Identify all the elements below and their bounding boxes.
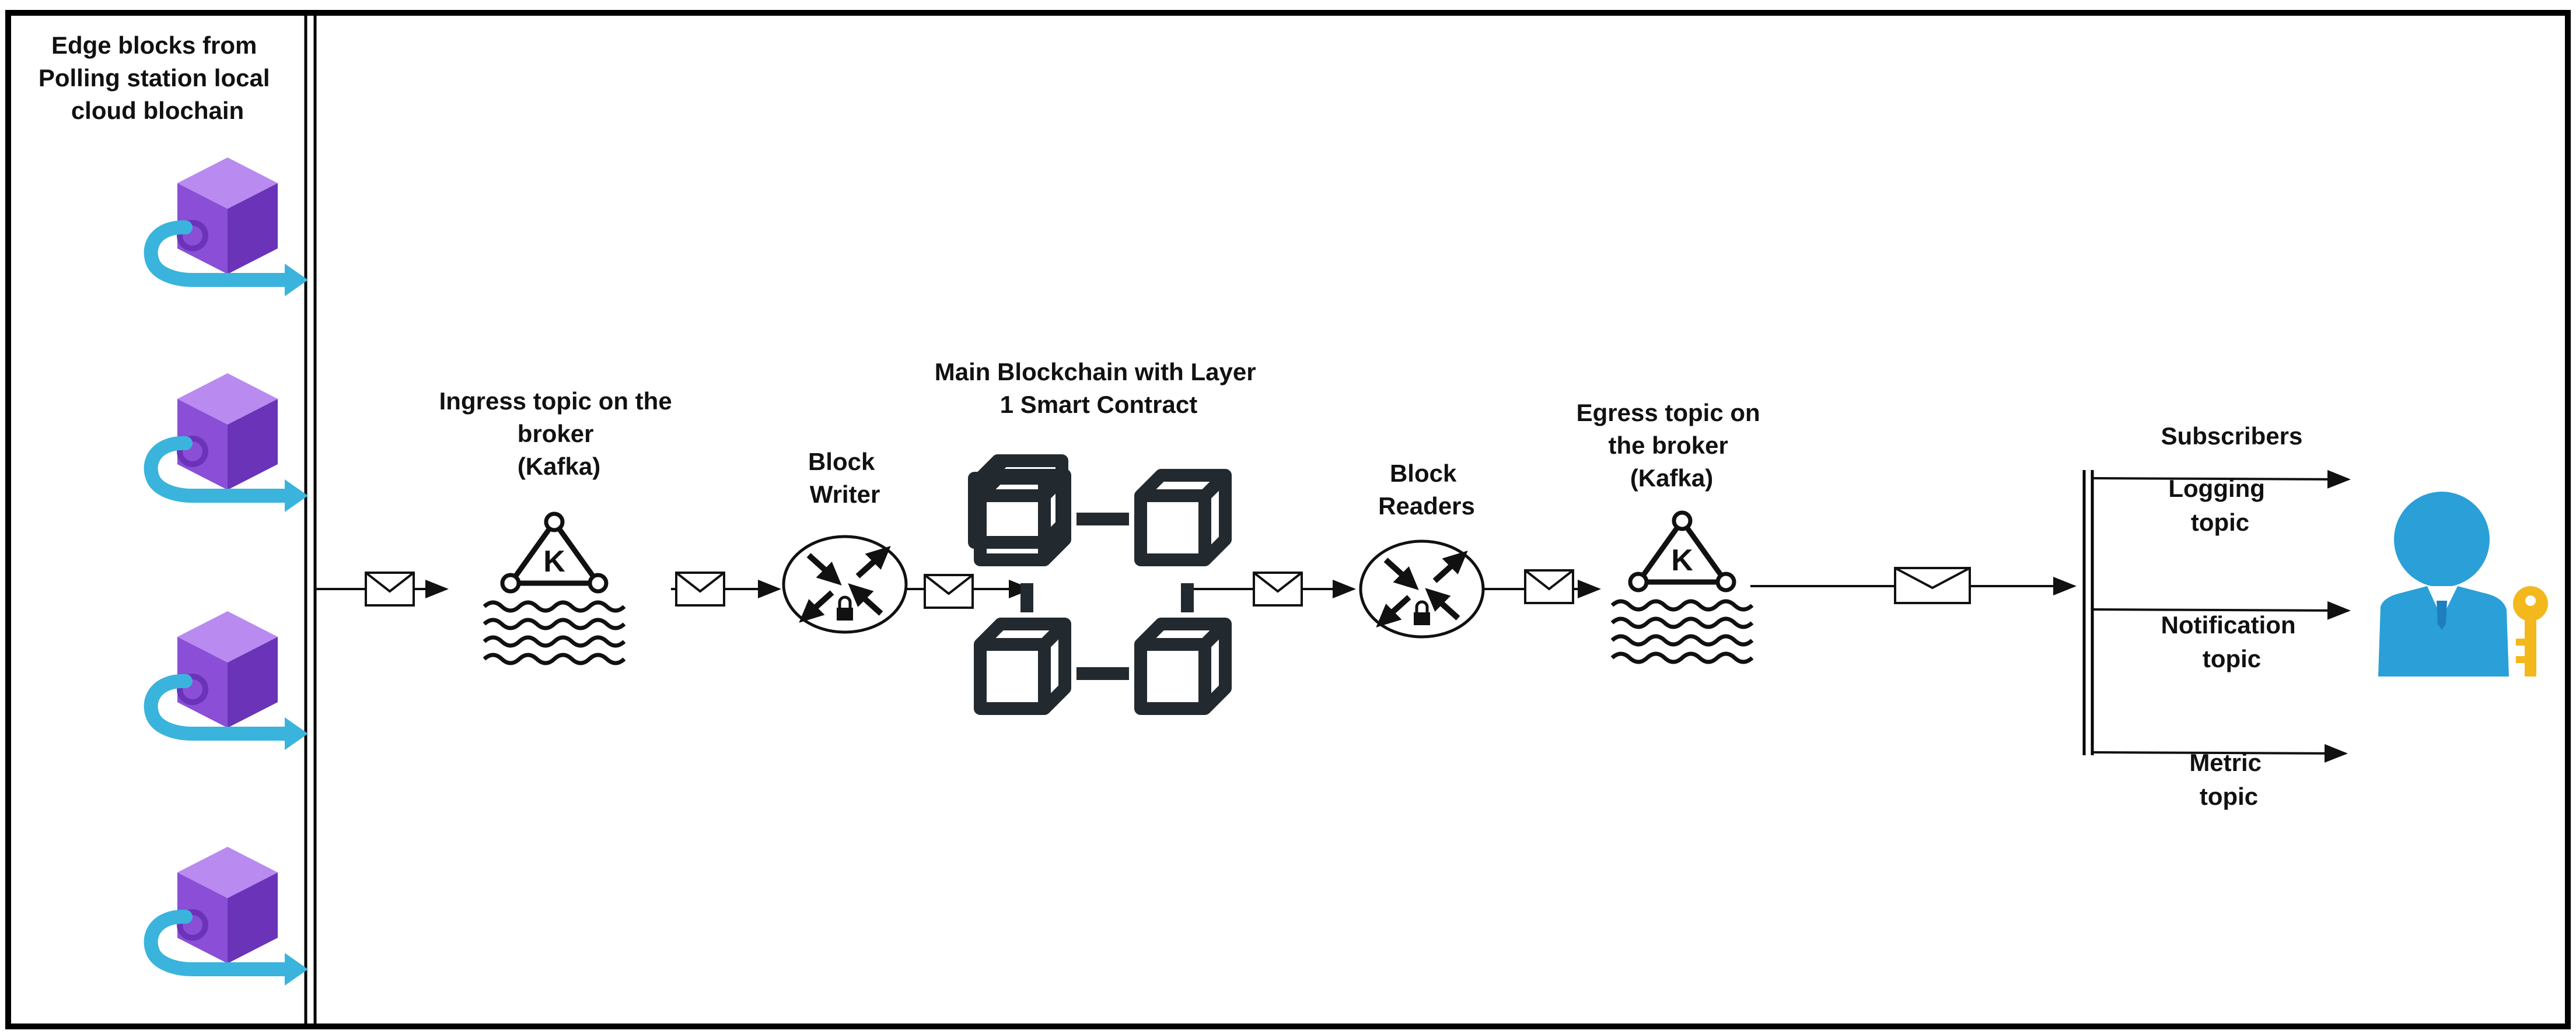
subscribers-heading: Subscribers	[2161, 422, 2303, 450]
ingress-label: Ingress topic on the broker (Kafka)	[439, 387, 679, 480]
egress-kafka-icon: K	[1610, 510, 1754, 664]
notification-topic-line-2: topic	[2203, 645, 2261, 672]
block-writer-label: Block Writer	[808, 448, 882, 508]
edge-block-cube-icon	[144, 373, 308, 512]
edge-blocks-group	[144, 157, 308, 986]
ingress-kafka-icon: K	[483, 511, 626, 665]
arrow-logging-topic	[2092, 469, 2351, 489]
logging-topic-label: Logging topic	[2168, 475, 2271, 536]
block-writer-label-line-1: Block	[808, 448, 875, 475]
metric-topic-label: Metric topic	[2189, 749, 2268, 810]
logging-topic-line-1: Logging	[2168, 475, 2265, 502]
block-readers-router-icon	[1359, 539, 1485, 639]
egress-label-line-2: the broker	[1608, 432, 1728, 459]
block-writer-router-icon	[782, 535, 908, 634]
block-readers-label-line-1: Block	[1390, 460, 1457, 487]
notification-topic-line-1: Notification	[2161, 611, 2296, 639]
main-blockchain-label-line-1: Main Blockchain with Layer	[935, 358, 1256, 385]
block-readers-label: Block Readers	[1378, 460, 1475, 520]
edge-blocks-title: Edge blocks from Polling station local c…	[39, 31, 277, 124]
message-envelopes	[365, 567, 1971, 609]
ingress-kafka-badge: K	[543, 545, 565, 579]
egress-label: Egress topic on the broker (Kafka)	[1577, 399, 1767, 492]
main-blockchain-icon	[968, 454, 1232, 715]
block-writer-label-line-2: Writer	[810, 481, 880, 508]
edge-blocks-title-line-2: Polling station local	[39, 64, 270, 92]
egress-kafka-badge: K	[1671, 544, 1693, 577]
edge-block-cube-icon	[144, 847, 308, 986]
envelope-icon	[365, 572, 415, 607]
envelope-icon	[1253, 572, 1303, 607]
egress-label-line-1: Egress topic on	[1577, 399, 1760, 426]
block-readers-label-line-2: Readers	[1378, 492, 1475, 520]
ingress-label-line-1: Ingress topic on the	[439, 387, 672, 415]
ingress-label-line-3: (Kafka)	[518, 453, 600, 480]
envelope-icon	[924, 574, 974, 609]
main-blockchain-label-line-2: 1 Smart Contract	[1000, 391, 1197, 418]
arrow-metric-topic	[2092, 744, 2348, 763]
envelope-icon	[1894, 567, 1971, 604]
edge-block-cube-icon	[144, 611, 308, 750]
edge-blocks-title-line-1: Edge blocks from	[51, 31, 257, 59]
ingress-waves-icon	[483, 600, 626, 665]
metric-topic-line-1: Metric	[2189, 749, 2262, 776]
main-blockchain-label: Main Blockchain with Layer 1 Smart Contr…	[935, 358, 1263, 418]
egress-label-line-3: (Kafka)	[1630, 464, 1713, 492]
envelope-icon	[675, 572, 725, 607]
flow-arrows	[315, 577, 2077, 598]
metric-topic-line-2: topic	[2200, 783, 2258, 810]
edge-block-cube-icon	[144, 157, 308, 296]
outer-frame	[5, 10, 2571, 1029]
edge-blocks-title-line-3: cloud blochain	[71, 97, 244, 124]
subscriber-arrows	[2092, 469, 2351, 763]
envelope-icon	[1524, 569, 1574, 604]
egress-waves-icon	[1610, 599, 1754, 664]
logging-topic-line-2: topic	[2191, 509, 2249, 536]
ingress-label-line-2: broker	[518, 420, 594, 447]
arrow-notification-topic	[2092, 601, 2351, 620]
notification-topic-label: Notification topic	[2161, 611, 2303, 672]
user-key-icon	[2378, 492, 2548, 677]
